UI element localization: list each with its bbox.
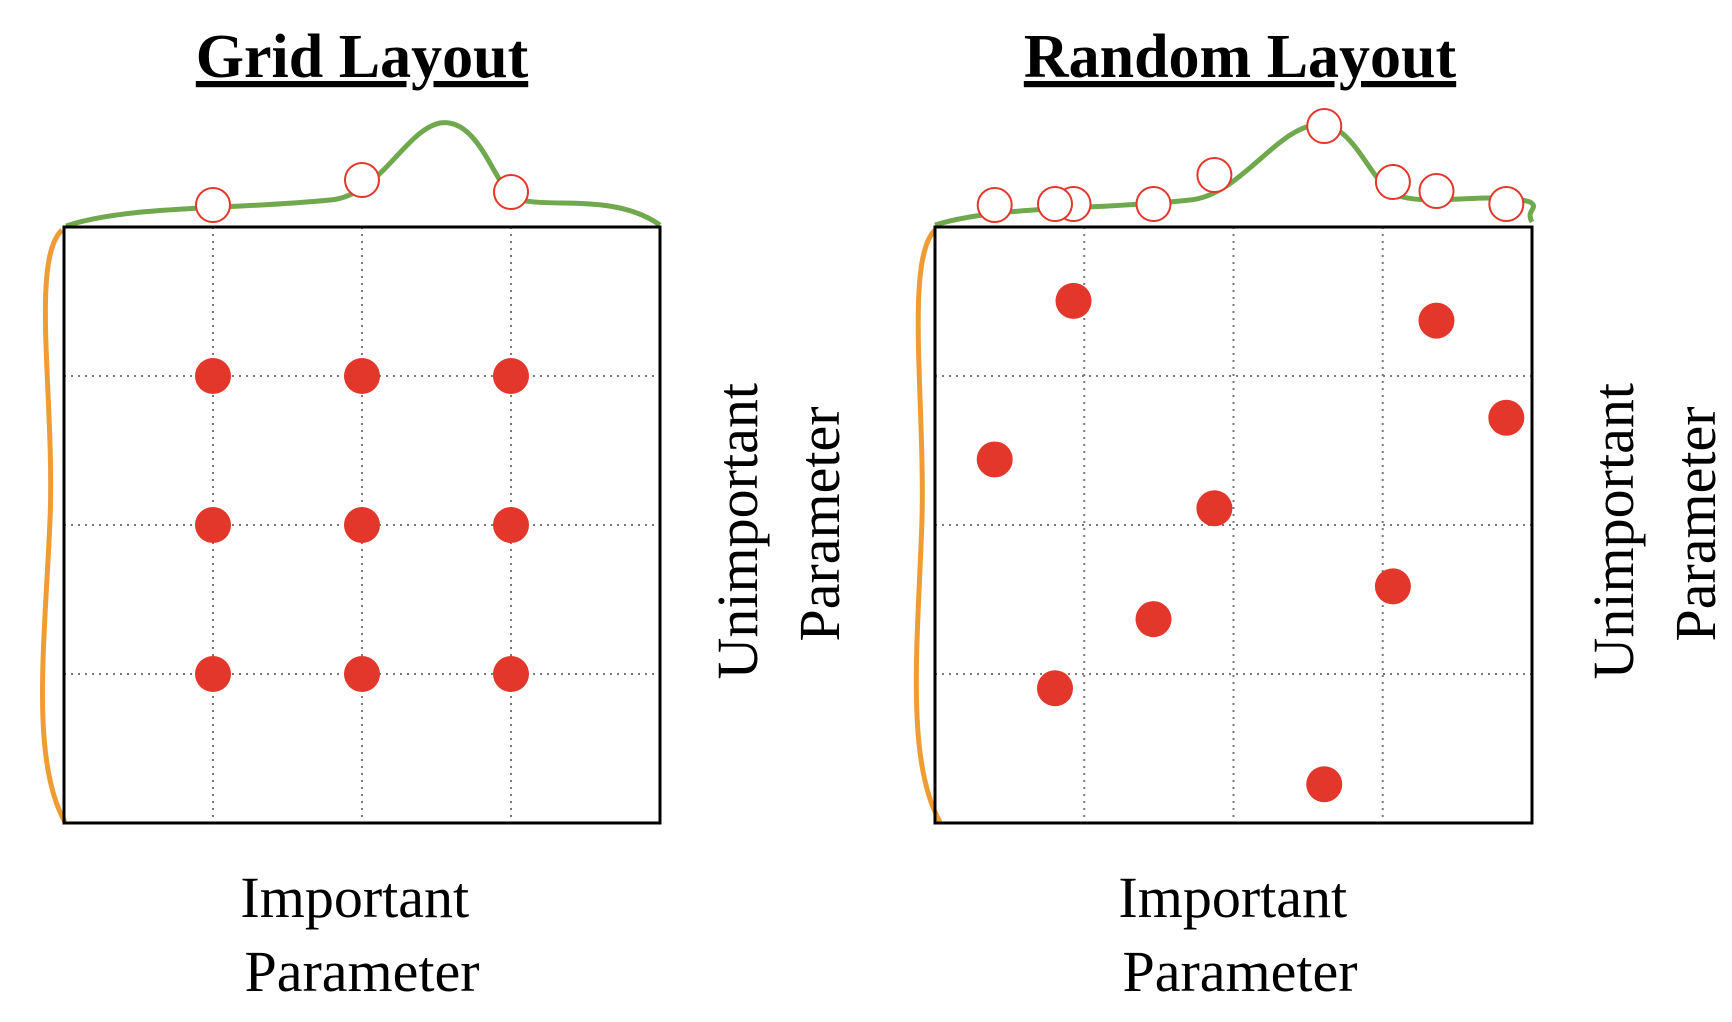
projected-sample-marker	[976, 187, 1013, 223]
grid-plot-frame	[62, 225, 662, 825]
projected-sample-marker	[493, 174, 529, 210]
sample-point	[493, 507, 529, 543]
sample-point	[1196, 490, 1233, 527]
grid-x-axis-label: Important Parameter	[240, 865, 483, 1004]
projected-sample-marker	[1488, 186, 1525, 222]
sample-point	[493, 656, 529, 692]
sample-point	[344, 507, 380, 543]
sample-point	[344, 358, 380, 394]
grid-gridlines	[64, 227, 660, 823]
grid-layout-panel: Grid Layout Important Parameter Unimport…	[40, 23, 852, 1004]
projected-sample-marker	[344, 162, 380, 198]
projected-sample-marker	[1036, 186, 1073, 222]
sample-point	[1135, 601, 1172, 638]
random-gridlines	[935, 227, 1532, 823]
random-layout-title: Random Layout	[1024, 23, 1457, 91]
grid-sample-points	[195, 358, 529, 692]
random-x-axis-label: Important Parameter	[1118, 865, 1361, 1004]
sample-point	[1488, 399, 1525, 436]
grid-projection-markers	[195, 162, 529, 223]
projected-sample-marker	[1306, 108, 1343, 144]
projected-sample-marker	[1374, 164, 1411, 200]
sample-point	[1055, 282, 1092, 319]
sample-point	[1036, 670, 1073, 707]
grid-y-axis-label: Unimportant Parameter	[705, 369, 852, 680]
sample-point	[976, 441, 1013, 478]
sample-point	[1306, 766, 1343, 803]
random-projection-markers	[976, 108, 1525, 223]
random-sample-points	[976, 282, 1525, 803]
unimportant-curve-grid	[40, 228, 68, 824]
projected-sample-marker	[1196, 157, 1233, 193]
random-plot-frame	[933, 225, 1534, 825]
projected-sample-marker	[195, 187, 231, 223]
sample-point	[1418, 302, 1455, 339]
unimportant-curve-random	[913, 228, 943, 824]
grid-layout-title: Grid Layout	[196, 23, 529, 91]
sample-point	[195, 358, 231, 394]
sample-point	[1374, 568, 1411, 605]
projected-sample-marker	[1418, 173, 1455, 209]
sample-point	[344, 656, 380, 692]
projected-sample-marker	[1135, 186, 1172, 222]
sample-point	[195, 656, 231, 692]
sample-point	[493, 358, 529, 394]
random-y-axis-label: Unimportant Parameter	[1581, 369, 1728, 680]
random-layout-panel: Random Layout Important Parameter Unimpo…	[913, 23, 1728, 1004]
sample-point	[195, 507, 231, 543]
